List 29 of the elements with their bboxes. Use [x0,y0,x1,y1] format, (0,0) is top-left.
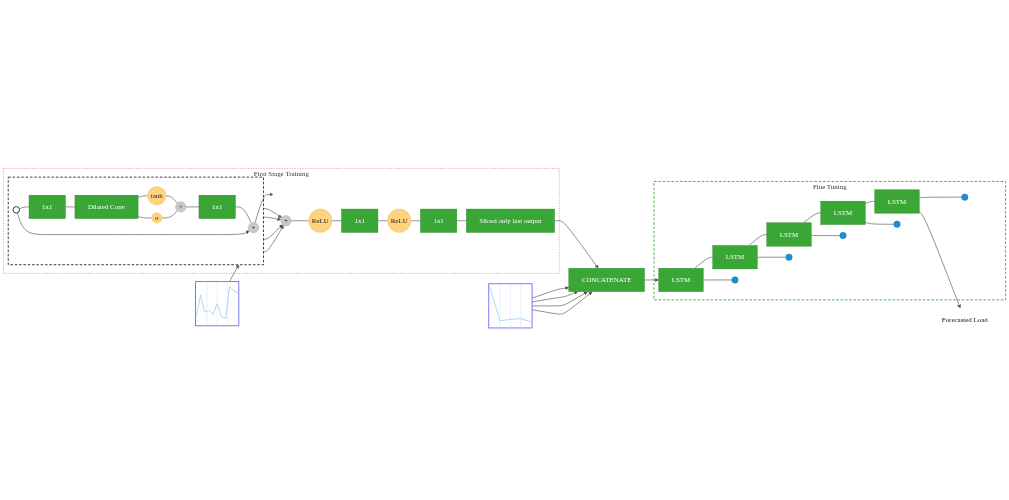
connector-line [410,220,421,222]
node-circle [839,232,847,240]
connector-line [918,196,962,199]
connector-line [290,220,309,222]
connector-line [18,206,30,210]
connector-line [137,216,153,219]
connector-line [810,235,841,236]
connector-line [864,221,895,225]
connector-line [456,220,467,222]
node-circle [893,220,901,228]
connector-line [694,256,714,269]
connector-line [137,195,148,198]
node-circle [961,193,969,201]
node-circle [731,276,739,284]
connector-line [165,195,178,204]
connector-line [756,256,787,258]
connector-line [185,206,200,208]
connector-line [748,234,768,246]
connector-line [377,220,388,222]
cluster [7,176,264,266]
connector-line [65,206,76,208]
connector-line [235,206,252,224]
connector-line [331,220,342,222]
connector-line [864,201,876,204]
connector-line [803,212,822,224]
node-circle [785,253,793,261]
connector-line [702,279,733,281]
connector-line [161,210,178,219]
node-circle [12,206,20,214]
